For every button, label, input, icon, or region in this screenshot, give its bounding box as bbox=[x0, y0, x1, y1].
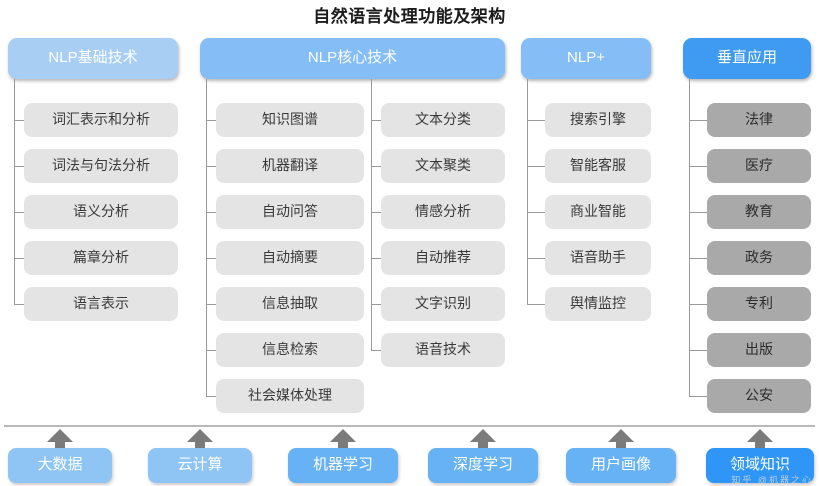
column-header-nlp-plus[interactable]: NLP+ bbox=[521, 38, 651, 79]
connector-stub-nlp-plus-0-4 bbox=[527, 304, 545, 305]
connector-stub-nlp-basic-0-4 bbox=[14, 304, 24, 305]
foundation-item-3[interactable]: 深度学习 bbox=[428, 448, 538, 483]
connector-trunk-vertical-apps-0 bbox=[689, 79, 690, 396]
arrow-head bbox=[330, 429, 356, 442]
node-nlp-plus-0-3[interactable]: 语音助手 bbox=[545, 241, 651, 275]
column-header-nlp-core[interactable]: NLP核心技术 bbox=[200, 38, 505, 79]
arrow-head bbox=[608, 429, 634, 442]
foundation-item-0[interactable]: 大数据 bbox=[8, 448, 112, 483]
node-vertical-apps-0-1[interactable]: 医疗 bbox=[707, 149, 811, 183]
node-nlp-core-1-4[interactable]: 文字识别 bbox=[381, 287, 505, 321]
up-arrow-icon bbox=[330, 429, 356, 454]
arrow-stem bbox=[55, 441, 65, 454]
up-arrow-icon bbox=[608, 429, 634, 454]
connector-stub-nlp-core-1-4 bbox=[371, 304, 381, 305]
up-arrow-icon bbox=[47, 429, 73, 454]
node-vertical-apps-0-4[interactable]: 专利 bbox=[707, 287, 811, 321]
node-nlp-basic-0-3[interactable]: 篇章分析 bbox=[24, 241, 178, 275]
connector-stub-nlp-core-0-6 bbox=[206, 396, 216, 397]
foundation-item-1[interactable]: 云计算 bbox=[148, 448, 252, 483]
node-nlp-plus-0-4[interactable]: 舆情监控 bbox=[545, 287, 651, 321]
column-header-vertical-apps[interactable]: 垂直应用 bbox=[683, 38, 811, 79]
foundation-item-4[interactable]: 用户画像 bbox=[566, 448, 676, 483]
node-nlp-basic-0-1[interactable]: 词法与句法分析 bbox=[24, 149, 178, 183]
node-nlp-core-0-3[interactable]: 自动摘要 bbox=[216, 241, 364, 275]
connector-stub-nlp-basic-0-3 bbox=[14, 258, 24, 259]
node-vertical-apps-0-5[interactable]: 出版 bbox=[707, 333, 811, 367]
connector-stub-nlp-core-0-0 bbox=[206, 120, 216, 121]
connector-stub-nlp-core-0-5 bbox=[206, 350, 216, 351]
page-title: 自然语言处理功能及架构 bbox=[313, 7, 506, 26]
arrow-stem bbox=[195, 441, 205, 454]
connector-stub-nlp-core-1-2 bbox=[371, 212, 381, 213]
connector-stub-nlp-plus-0-2 bbox=[527, 212, 545, 213]
node-nlp-core-1-2[interactable]: 情感分析 bbox=[381, 195, 505, 229]
up-arrow-icon bbox=[187, 429, 213, 454]
node-vertical-apps-0-2[interactable]: 教育 bbox=[707, 195, 811, 229]
arrow-head bbox=[187, 429, 213, 442]
connector-stub-nlp-core-0-3 bbox=[206, 258, 216, 259]
connector-stub-nlp-plus-0-3 bbox=[527, 258, 545, 259]
connector-stub-vertical-apps-0-6 bbox=[689, 396, 707, 397]
node-nlp-plus-0-1[interactable]: 智能客服 bbox=[545, 149, 651, 183]
foundation-divider bbox=[4, 425, 815, 427]
node-nlp-core-1-3[interactable]: 自动推荐 bbox=[381, 241, 505, 275]
connector-stub-nlp-core-0-2 bbox=[206, 212, 216, 213]
node-nlp-core-1-0[interactable]: 文本分类 bbox=[381, 103, 505, 137]
node-vertical-apps-0-0[interactable]: 法律 bbox=[707, 103, 811, 137]
connector-stub-vertical-apps-0-2 bbox=[689, 212, 707, 213]
connector-stub-vertical-apps-0-3 bbox=[689, 258, 707, 259]
connector-trunk-nlp-core-0 bbox=[206, 79, 207, 396]
arrow-head bbox=[47, 429, 73, 442]
connector-stub-nlp-core-0-4 bbox=[206, 304, 216, 305]
node-nlp-core-0-4[interactable]: 信息抽取 bbox=[216, 287, 364, 321]
connector-trunk-nlp-core-1 bbox=[371, 79, 372, 350]
node-nlp-core-0-6[interactable]: 社会媒体处理 bbox=[216, 379, 364, 413]
connector-stub-vertical-apps-0-5 bbox=[689, 350, 707, 351]
column-header-nlp-basic[interactable]: NLP基础技术 bbox=[8, 38, 178, 79]
node-nlp-core-0-0[interactable]: 知识图谱 bbox=[216, 103, 364, 137]
node-nlp-core-1-5[interactable]: 语音技术 bbox=[381, 333, 505, 367]
node-nlp-plus-0-0[interactable]: 搜索引擎 bbox=[545, 103, 651, 137]
connector-stub-nlp-core-1-0 bbox=[371, 120, 381, 121]
node-nlp-core-0-5[interactable]: 信息检索 bbox=[216, 333, 364, 367]
node-vertical-apps-0-3[interactable]: 政务 bbox=[707, 241, 811, 275]
connector-stub-nlp-plus-0-1 bbox=[527, 166, 545, 167]
up-arrow-icon bbox=[470, 429, 496, 454]
node-nlp-plus-0-2[interactable]: 商业智能 bbox=[545, 195, 651, 229]
connector-stub-nlp-basic-0-1 bbox=[14, 166, 24, 167]
arrow-stem bbox=[478, 441, 488, 454]
node-nlp-core-0-1[interactable]: 机器翻译 bbox=[216, 149, 364, 183]
connector-stub-nlp-basic-0-0 bbox=[14, 120, 24, 121]
connector-trunk-nlp-plus-0 bbox=[527, 79, 528, 304]
node-nlp-basic-0-2[interactable]: 语义分析 bbox=[24, 195, 178, 229]
arrow-stem bbox=[755, 441, 765, 454]
connector-stub-nlp-core-1-5 bbox=[371, 350, 381, 351]
connector-stub-nlp-basic-0-2 bbox=[14, 212, 24, 213]
node-vertical-apps-0-6[interactable]: 公安 bbox=[707, 379, 811, 413]
watermark: 知乎 @机器之心 bbox=[731, 475, 813, 485]
arrow-head bbox=[747, 429, 773, 442]
connector-stub-nlp-core-0-1 bbox=[206, 166, 216, 167]
connector-stub-nlp-core-1-3 bbox=[371, 258, 381, 259]
connector-stub-vertical-apps-0-1 bbox=[689, 166, 707, 167]
connector-stub-vertical-apps-0-4 bbox=[689, 304, 707, 305]
foundation-item-5[interactable]: 领域知识 bbox=[706, 448, 814, 483]
arrow-stem bbox=[338, 441, 348, 454]
arrow-stem bbox=[616, 441, 626, 454]
node-nlp-core-0-2[interactable]: 自动问答 bbox=[216, 195, 364, 229]
node-nlp-basic-0-4[interactable]: 语言表示 bbox=[24, 287, 178, 321]
connector-stub-vertical-apps-0-0 bbox=[689, 120, 707, 121]
node-nlp-core-1-1[interactable]: 文本聚类 bbox=[381, 149, 505, 183]
up-arrow-icon bbox=[747, 429, 773, 454]
connector-stub-nlp-plus-0-0 bbox=[527, 120, 545, 121]
connector-trunk-nlp-basic-0 bbox=[14, 79, 15, 304]
arrow-head bbox=[470, 429, 496, 442]
foundation-item-2[interactable]: 机器学习 bbox=[288, 448, 398, 483]
node-nlp-basic-0-0[interactable]: 词汇表示和分析 bbox=[24, 103, 178, 137]
connector-stub-nlp-core-1-1 bbox=[371, 166, 381, 167]
